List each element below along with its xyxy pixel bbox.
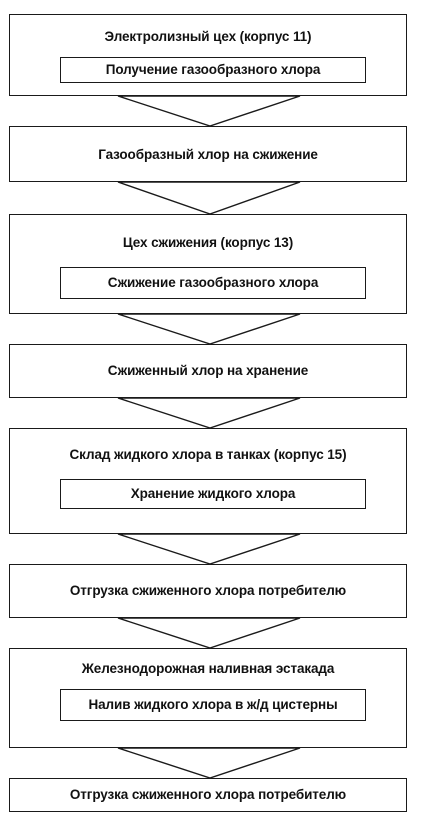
block-railway-trestle: Железнодорожная наливная эстакада Налив … bbox=[9, 648, 407, 748]
block-tank-storage-inner: Хранение жидкого хлора bbox=[60, 479, 366, 509]
block-gas-to-liquefaction: Газообразный хлор на сжижение bbox=[9, 126, 407, 182]
block-shipment-1-title: Отгрузка сжиженного хлора потребителю bbox=[69, 583, 347, 598]
block-liquefaction-shop: Цех сжижения (корпус 13) Сжижение газооб… bbox=[9, 214, 407, 314]
arrow-6 bbox=[117, 617, 301, 649]
block-tank-storage: Склад жидкого хлора в танках (корпус 15)… bbox=[9, 428, 407, 534]
block-liquid-to-storage-title: Сжиженный хлор на хранение bbox=[107, 363, 309, 378]
block-gas-to-liquefaction-title: Газообразный хлор на сжижение bbox=[98, 147, 318, 162]
arrow-3 bbox=[117, 313, 301, 345]
block-railway-trestle-inner-text: Налив жидкого хлора в ж/д цистерны bbox=[88, 697, 338, 712]
block-railway-trestle-title: Железнодорожная наливная эстакада bbox=[81, 661, 335, 676]
block-liquefaction-shop-title: Цех сжижения (корпус 13) bbox=[122, 235, 294, 250]
block-shipment-1: Отгрузка сжиженного хлора потребителю bbox=[9, 564, 407, 618]
block-liquid-to-storage: Сжиженный хлор на хранение bbox=[9, 344, 407, 398]
block-electrolysis-shop-inner: Получение газообразного хлора bbox=[60, 57, 366, 83]
block-electrolysis-shop: Электролизный цех (корпус 11) Получение … bbox=[9, 14, 407, 96]
arrow-1 bbox=[117, 95, 301, 127]
block-railway-trestle-inner: Налив жидкого хлора в ж/д цистерны bbox=[60, 689, 366, 721]
block-electrolysis-shop-title: Электролизный цех (корпус 11) bbox=[104, 29, 312, 44]
arrow-7 bbox=[117, 747, 301, 779]
block-shipment-2-title: Отгрузка сжиженного хлора потребителю bbox=[69, 787, 347, 802]
block-tank-storage-inner-text: Хранение жидкого хлора bbox=[130, 486, 296, 501]
arrow-2 bbox=[117, 181, 301, 215]
block-liquefaction-shop-inner: Сжижение газообразного хлора bbox=[60, 267, 366, 299]
block-liquefaction-shop-inner-text: Сжижение газообразного хлора bbox=[107, 275, 319, 290]
block-shipment-2: Отгрузка сжиженного хлора потребителю bbox=[9, 778, 407, 812]
block-tank-storage-title: Склад жидкого хлора в танках (корпус 15) bbox=[69, 447, 347, 462]
arrow-5 bbox=[117, 533, 301, 565]
arrow-4 bbox=[117, 397, 301, 429]
block-electrolysis-shop-inner-text: Получение газообразного хлора bbox=[105, 62, 321, 77]
